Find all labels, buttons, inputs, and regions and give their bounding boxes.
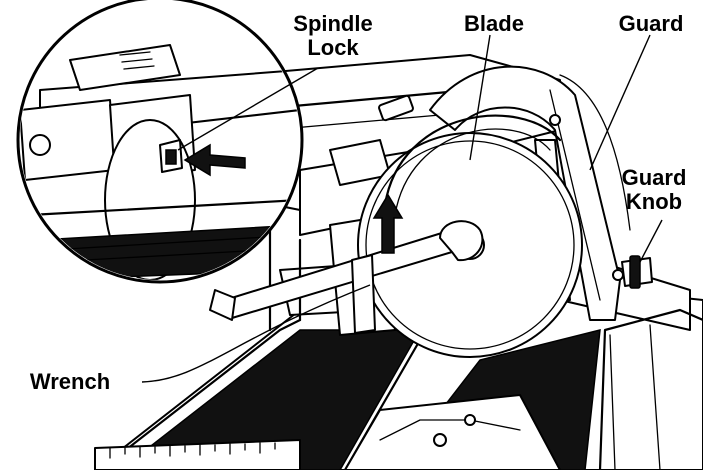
leader-lines <box>141 34 663 383</box>
label-blade: Blade <box>464 11 524 36</box>
arrow-left-icon <box>183 143 246 177</box>
label-guard-knob: Guard Knob <box>614 166 694 214</box>
spindle-lock-inset <box>16 0 304 284</box>
spindle-lock-line2: Lock <box>307 35 359 60</box>
guard-knob-line1: Guard <box>621 165 687 190</box>
ruler <box>94 439 301 470</box>
leader-blade <box>469 34 491 161</box>
guard-front-arc <box>383 114 562 216</box>
label-wrench: Wrench <box>29 369 111 394</box>
leader-guard-knob <box>639 219 663 263</box>
spindle-lock-line1: Spindle <box>293 11 373 36</box>
wrench-jaw-left <box>209 289 236 321</box>
miter-guide <box>344 394 561 470</box>
leader-wrench <box>141 284 371 383</box>
label-spindle-lock: Spindle Lock <box>288 12 378 60</box>
guard-knob-line2: Knob <box>625 189 683 214</box>
leader-guard <box>589 34 651 171</box>
arrow-up-icon <box>372 193 404 254</box>
leader-spindle-lock <box>177 67 319 151</box>
wrench <box>209 220 484 334</box>
label-guard: Guard <box>618 11 684 36</box>
guard-knob <box>612 255 653 289</box>
